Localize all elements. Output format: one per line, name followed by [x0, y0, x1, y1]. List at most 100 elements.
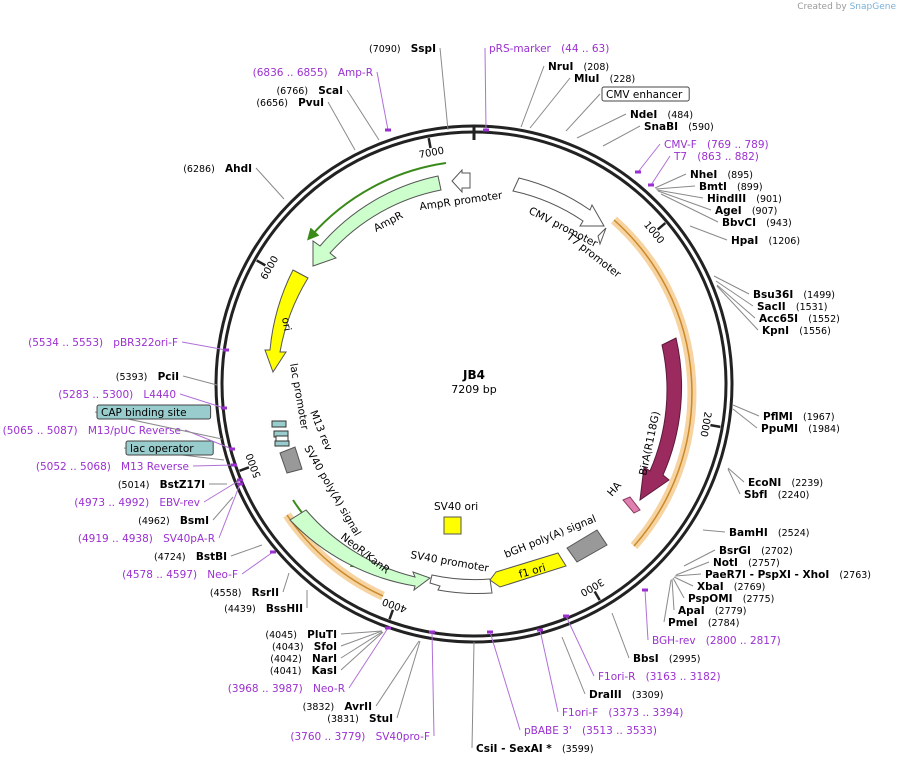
site-bsu36i[interactable]: Bsu36I (1499) [713, 275, 835, 302]
site-label: (5052 .. 5068) M13 Reverse [36, 455, 189, 474]
site-paer7i-pspxi-xhoi[interactable]: PaeR7I - PspXI - XhoI (2763) [674, 563, 871, 582]
site-kasi[interactable]: (4041) KasI [270, 631, 384, 678]
site-rsrii[interactable]: (4558) RsrII [210, 572, 290, 600]
site-draiii[interactable]: DraIII (3309) [561, 636, 663, 702]
site-xbai[interactable]: XbaI (2769) [673, 575, 766, 594]
site-m13-reverse[interactable]: (5052 .. 5068) M13 Reverse [36, 455, 237, 474]
site-name: CMV-F [664, 139, 697, 151]
site-prs-marker[interactable]: pRS-marker (44 .. 63) [483, 37, 609, 132]
feature-label-ori: ori [279, 316, 293, 332]
site-f1ori-r[interactable]: F1ori-R (3163 .. 3182) [563, 614, 721, 685]
site-cmv-f[interactable]: CMV-F (769 .. 789) [635, 133, 769, 174]
site-name: AvrII [344, 701, 372, 713]
site-position: (2769) [734, 582, 766, 593]
site-pspomi[interactable]: PspOMI (2775) [672, 577, 774, 606]
spacer [727, 175, 737, 194]
site-ppumi[interactable]: PpuMI (1984) [732, 408, 840, 436]
site-bstz17i[interactable]: (5014) BstZ17I [118, 473, 227, 492]
site-bsmi[interactable]: (4962) BsmI [138, 496, 234, 528]
site-scai[interactable]: (6766) ScaI [276, 79, 380, 141]
site-econi[interactable]: EcoNI (2239) [727, 467, 823, 490]
site-label: PaeR7I - PspXI - XhoI (2763) [705, 563, 871, 582]
site-m13-puc-reverse[interactable]: (5065 .. 5087) M13/pUC Reverse [3, 419, 235, 451]
site-label: (6766) ScaI [276, 79, 343, 98]
site-mlui[interactable]: MluI (228) [529, 67, 635, 129]
site-lac-operator[interactable]: lac operator [123, 440, 225, 461]
site-ahdi[interactable]: (6286) AhdI [183, 157, 285, 200]
site-sspi[interactable]: (7090) SspI [369, 37, 449, 131]
spacer [186, 545, 196, 564]
site-bstbi[interactable]: (4724) BstBI [154, 544, 263, 564]
site-ndei[interactable]: NdeI (484) [576, 103, 693, 139]
site-pbr322ori-f[interactable]: (5534 .. 5553) pBR322ori-F [28, 331, 229, 352]
site-leader-line [282, 572, 290, 593]
feature-box-label: CAP binding site [101, 407, 187, 419]
site-neo-r[interactable]: (3968 .. 3987) Neo-R [228, 626, 391, 697]
site-sv40pro-f[interactable]: (3760 .. 3779) SV40pro-F [290, 630, 435, 745]
site-neo-f[interactable]: (4578 .. 4597) Neo-F [122, 550, 276, 583]
site-leader-line [255, 167, 285, 200]
site-leader-line [663, 579, 672, 623]
site-nhei[interactable]: NheI (895) [654, 163, 753, 189]
site-position: (3831) [327, 714, 359, 725]
site-apai[interactable]: ApaI (2779) [671, 578, 746, 618]
site-cap-binding-site[interactable]: CAP binding site [94, 404, 223, 440]
site-agei[interactable]: AgeI (907) [657, 190, 777, 218]
site-pcii[interactable]: (5393) PciI [116, 365, 218, 386]
site-stui[interactable]: (3831) StuI [327, 640, 421, 726]
site-bsshii[interactable]: (4439) BssHII [224, 590, 308, 616]
site-pvui[interactable]: (6656) PvuI [256, 91, 356, 151]
site-avrii[interactable]: (3832) AvrII [303, 640, 420, 714]
site-hindiii[interactable]: HindIII (901) [656, 187, 782, 206]
site-label: PmeI (2784) [668, 611, 739, 630]
site-l4440[interactable]: (5283 .. 5300) L4440 [58, 383, 227, 410]
site-amp-r[interactable]: (6836 .. 6855) Amp-R [253, 61, 391, 132]
site-name: NheI [690, 169, 717, 181]
site-leader-line [327, 101, 356, 151]
site-noti[interactable]: NotI (2757) [675, 551, 780, 576]
site-position: (2240) [778, 490, 810, 501]
site-pflmi[interactable]: PflMI (1967) [732, 404, 835, 424]
site-label: (6656) PvuI [256, 91, 324, 110]
site-leader-line [673, 576, 694, 587]
site-nrui[interactable]: NruI (208) [520, 55, 609, 128]
site-position: (3832) [303, 702, 335, 713]
site-label: (4041) KasI [270, 659, 337, 678]
site-sfoi[interactable]: (4043) SfoI [272, 630, 383, 654]
site-label: (4578 .. 4597) Neo-F [122, 563, 238, 582]
site-position: (4919 .. 4938) [78, 533, 153, 545]
site-csii-sexai-[interactable]: CsiI - SexAI * (3599) [471, 641, 594, 756]
site-position: (4578 .. 4597) [122, 569, 197, 581]
spacer [786, 295, 796, 314]
site-snabi[interactable]: SnaBI (590) [602, 115, 714, 147]
site-nari[interactable]: (4042) NarI [270, 631, 383, 666]
site-f1ori-f[interactable]: F1ori-F (3373 .. 3394) [537, 628, 683, 721]
site-bbsi[interactable]: BbsI (2995) [611, 612, 700, 666]
site-position: (899) [737, 182, 763, 193]
site-ebv-rev[interactable]: (4973 .. 4992) EBV-rev [74, 478, 243, 511]
site-sacii[interactable]: SacII (1531) [715, 280, 827, 314]
site-sbfi[interactable]: SbfI (2240) [727, 468, 810, 502]
site-t7[interactable]: T7 (863 .. 882) [648, 145, 759, 187]
site-label: AgeI (907) [715, 199, 777, 218]
site-pmei[interactable]: PmeI (2784) [663, 579, 739, 630]
site-bsrgi[interactable]: BsrGI (2702) [683, 539, 793, 567]
site-bmti[interactable]: BmtI (899) [655, 175, 763, 194]
site-leader-line [471, 641, 475, 749]
site-leader-line [484, 47, 487, 131]
site-pbabe-3-[interactable]: pBABE 3' (3513 .. 3533) [487, 630, 657, 739]
site-bgh-rev[interactable]: BGH-rev (2800 .. 2817) [642, 588, 781, 649]
site-acc65i[interactable]: Acc65I (1552) [716, 284, 840, 326]
site-bamhi[interactable]: BamHI (2524) [702, 521, 810, 540]
feature-ampR [312, 175, 442, 267]
site-leader-line [654, 173, 687, 189]
site-hpai[interactable]: HpaI (1206) [689, 225, 800, 248]
site-cmv-enhancer[interactable]: CMV enhancer [565, 86, 690, 132]
site-bbvci[interactable]: BbvCI (943) [660, 193, 792, 230]
feature-ori [264, 269, 309, 374]
site-leader-line [716, 284, 756, 319]
site-sv40pa-r[interactable]: (4919 .. 4938) SV40pA-R [78, 482, 243, 547]
site-kpni[interactable]: KpnI (1556) [716, 285, 831, 338]
site-pluti[interactable]: (4045) PluTI [265, 623, 383, 642]
